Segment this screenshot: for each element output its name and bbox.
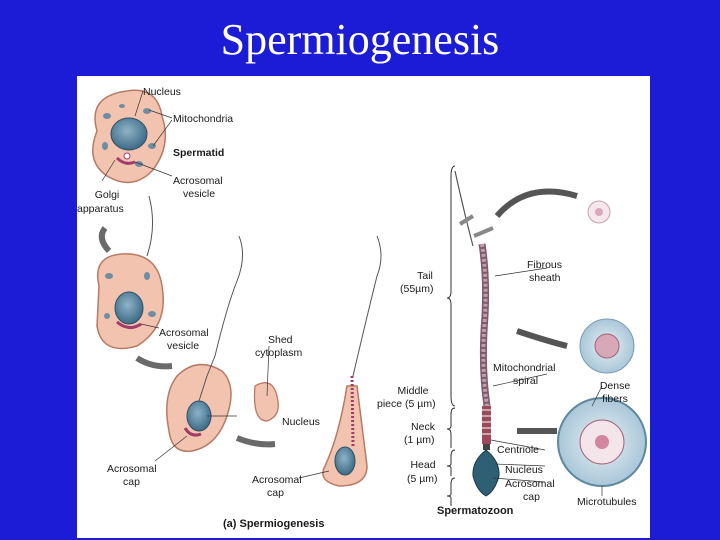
label-cap-1: cap (123, 476, 140, 488)
label-acrosomal-vesicle: Acrosomal (173, 175, 223, 187)
label-tail: Tail (417, 270, 433, 282)
cross-section-small (587, 200, 611, 224)
label-head: Head (410, 459, 436, 471)
label-neck-length: (1 µm) (404, 434, 435, 446)
label-vesicle: vesicle (183, 188, 216, 200)
spermatid-cell (92, 89, 167, 184)
slide-title: Spermiogenesis (220, 15, 500, 64)
label-mitochondrial: Mitochondrial (493, 362, 556, 374)
late-spermatid-cell (322, 235, 382, 487)
label-cap-3: cap (523, 491, 540, 503)
label-middle: Middle (397, 385, 429, 397)
label-mitochondria: Mitochondria (173, 113, 234, 125)
label-spermatid: Spermatid (173, 147, 225, 159)
label-golgi-apparatus: apparatus (77, 203, 124, 215)
label-acrosomal-cap-2: Acrosomal (252, 474, 302, 486)
label-fibrous-sheath: sheath (529, 272, 561, 284)
label-microtubules: Microtubules (577, 496, 637, 508)
spermatozoon (454, 170, 500, 497)
label-mitochondrial-spiral: spiral (513, 375, 539, 387)
label-acrosomal-vesicle-2: Acrosomal (159, 327, 209, 339)
label-golgi: Golgi (94, 189, 120, 201)
elongating-spermatid-cell (96, 195, 164, 350)
label-shed: Shed (268, 334, 293, 346)
label-middle-piece: piece (5 µm) (377, 398, 436, 410)
label-neck: Neck (411, 421, 435, 433)
spermiogenesis-illustration (92, 89, 647, 506)
label-cap-2: cap (267, 487, 284, 499)
label-nucleus-sperm: Nucleus (505, 464, 543, 476)
cross-section-medium (579, 318, 635, 374)
label-fibrous: Fibrous (527, 259, 563, 271)
label-vesicle-2: vesicle (167, 340, 200, 352)
label-tail-length: (55µm) (400, 283, 434, 295)
caption-spermatozoon: Spermatozoon (437, 505, 514, 517)
label-dense: Dense (599, 380, 631, 392)
label-acrosomal-cap-1: Acrosomal (107, 463, 157, 475)
label-shed-cytoplasm: cytoplasm (255, 347, 303, 359)
label-dense-fibers: fibers (602, 393, 628, 405)
label-head-length: (5 µm) (407, 473, 438, 485)
label-acrosomal-cap-3: Acrosomal (505, 478, 555, 490)
spermiogenesis-figure: Nucleus Mitochondria Spermatid Acrosomal… (77, 76, 650, 538)
cross-section-large (557, 397, 647, 487)
label-nucleus-mid: Nucleus (282, 416, 320, 428)
caption-spermiogenesis: (a) Spermiogenesis (223, 518, 325, 530)
label-nucleus: Nucleus (143, 86, 181, 98)
label-centriole: Centriole (497, 444, 540, 456)
